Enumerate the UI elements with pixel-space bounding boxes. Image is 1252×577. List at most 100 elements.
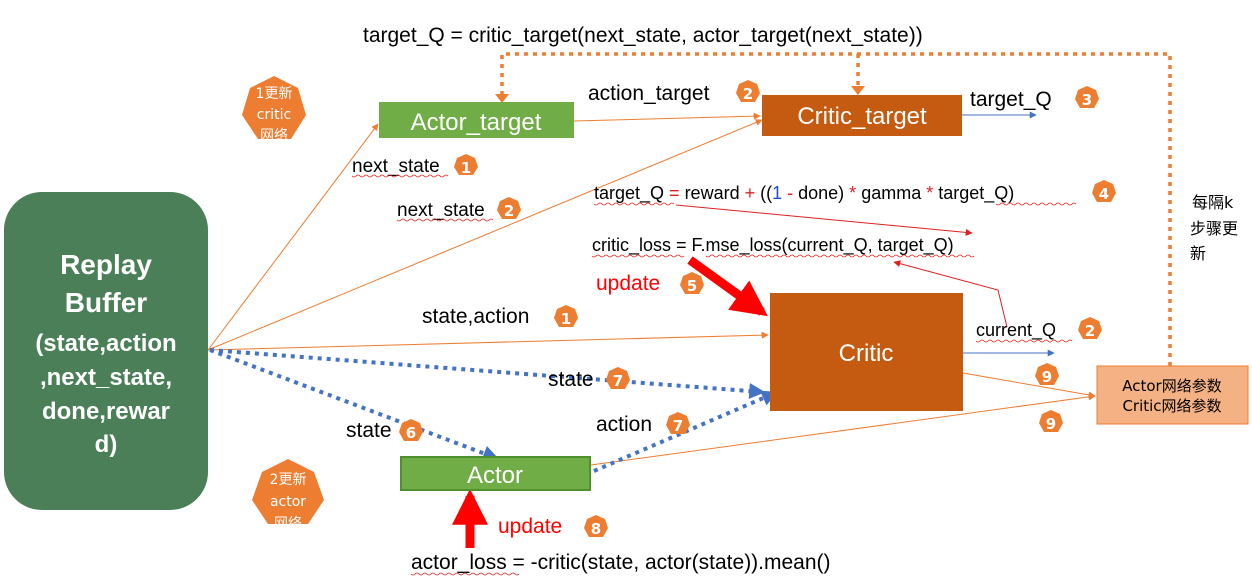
arrow-buffer-to-critic-target	[207, 119, 763, 351]
svg-text:actor: actor	[270, 494, 306, 510]
squiggle-critic-loss	[591, 254, 685, 258]
svg-text:6: 6	[406, 424, 416, 442]
svg-text:1: 1	[461, 159, 471, 177]
label-state-action: state,action	[422, 305, 529, 328]
soft-update-arrowhead-critic-target	[851, 86, 865, 95]
label-action-target: action_target	[588, 82, 710, 105]
label-next-state-1: next_state	[352, 156, 440, 177]
svg-text:8: 8	[591, 520, 601, 538]
badge-state-6: 6	[399, 419, 423, 442]
replay-buffer-label: Replay Buffer (state,action ,next_state,…	[35, 249, 176, 458]
svg-text:done,rewar: done,rewar	[42, 398, 170, 425]
badge-state-7: 7	[606, 367, 630, 390]
arrow-actor-to-params	[590, 393, 1096, 466]
svg-text:每隔k: 每隔k	[1192, 193, 1234, 212]
label-update-critic: update	[596, 272, 660, 295]
critic-update-heptagon-label: 1更新 critic 网络	[256, 86, 293, 144]
critic-target-box	[762, 95, 962, 136]
svg-text:2: 2	[743, 85, 753, 103]
critic-label: Critic	[839, 340, 894, 367]
arrow-critic-to-params	[962, 372, 1096, 399]
svg-text:d): d)	[95, 431, 118, 458]
network-params-line1: Actor网络参数	[1122, 377, 1221, 395]
svg-text:2: 2	[1085, 322, 1095, 340]
replay-buffer-box	[4, 192, 208, 510]
update-critic-arrow	[687, 256, 768, 317]
label-target-q-output: target_Q	[970, 88, 1052, 111]
label-next-state-2: next_state	[397, 200, 485, 221]
svg-text:网络: 网络	[274, 516, 302, 532]
badge-state-action: 1	[554, 305, 578, 328]
svg-text:4: 4	[1099, 185, 1109, 203]
svg-text:7: 7	[613, 372, 623, 390]
formula-top-target-q: target_Q = critic_target(next_state, act…	[363, 24, 923, 47]
dotted-buffer-to-actor	[209, 348, 499, 461]
squiggle-next-state-1	[351, 174, 449, 178]
arrow-current-q-to-loss	[893, 260, 1008, 328]
svg-text:critic: critic	[257, 107, 291, 123]
actor-update-heptagon-label: 2更新 actor 网络	[270, 472, 307, 532]
badge-action-7: 7	[666, 412, 690, 435]
arrow-target-q-to-loss	[675, 204, 973, 236]
svg-text:步骤更: 步骤更	[1190, 219, 1238, 238]
label-state-7: state	[548, 368, 594, 391]
actor-target-label: Actor_target	[411, 109, 542, 136]
squiggle-target-q-rhs	[995, 202, 1077, 206]
arrow-actor-target-to-critic-target	[573, 112, 761, 122]
actor-box	[400, 456, 591, 491]
badge-next-state-1: 1	[454, 154, 478, 177]
formula-critic-loss: critic_loss = F.mse_loss(current_Q, targ…	[592, 235, 954, 256]
svg-text:新: 新	[1190, 244, 1206, 263]
svg-text:7: 7	[673, 417, 683, 435]
svg-text:Buffer: Buffer	[65, 287, 148, 318]
arrow-buffer-to-actor-target	[207, 123, 379, 351]
actor-update-heptagon	[252, 459, 324, 524]
dotted-actor-to-critic	[593, 390, 778, 473]
squiggle-mse-loss	[705, 254, 975, 258]
svg-text:1: 1	[561, 310, 571, 328]
label-update-actor: update	[498, 515, 562, 538]
actor-label: Actor	[467, 462, 523, 489]
svg-text:,next_state,: ,next_state,	[40, 364, 172, 391]
formula-target-q: target_Q = reward + ((1 - done) * gamma …	[594, 183, 1014, 204]
badge-update-actor: 8	[584, 515, 608, 538]
badge-current-q: 2	[1078, 317, 1102, 340]
squiggle-target-q-lhs	[593, 202, 675, 206]
network-params-box	[1096, 365, 1249, 425]
badge-update-critic: 5	[680, 272, 704, 295]
svg-text:9: 9	[1046, 415, 1056, 433]
dotted-soft-update-path	[500, 52, 1172, 366]
arrow-buffer-to-critic	[207, 331, 769, 351]
label-state-6: state	[346, 419, 392, 442]
soft-update-arrowhead-actor-target	[495, 94, 509, 103]
formula-actor-loss: actor_loss = -critic(state, actor(state)…	[411, 551, 831, 574]
critic-update-heptagon	[242, 76, 306, 139]
critic-target-label: Critic_target	[797, 103, 927, 130]
badge-action-target: 2	[736, 80, 760, 103]
badge-next-state-2: 2	[497, 197, 521, 220]
badge-target-q-output: 3	[1075, 86, 1099, 109]
critic-box	[770, 293, 963, 411]
actor-target-box	[379, 102, 574, 138]
label-current-q: current_Q	[976, 320, 1056, 341]
badge-soft-update-2: 9	[1039, 410, 1063, 433]
svg-text:(state,action: (state,action	[35, 330, 176, 357]
squiggle-next-state-2	[396, 218, 494, 222]
svg-text:9: 9	[1042, 368, 1052, 386]
svg-text:2: 2	[504, 202, 514, 220]
badge-soft-update-1: 9	[1035, 363, 1059, 386]
svg-text:1更新: 1更新	[256, 86, 293, 102]
svg-text:3: 3	[1082, 91, 1092, 109]
dotted-buffer-to-critic-state	[209, 348, 766, 400]
svg-text:2更新: 2更新	[270, 472, 307, 488]
svg-text:网络: 网络	[260, 128, 288, 144]
label-action-7: action	[596, 413, 652, 436]
svg-text:5: 5	[687, 277, 697, 295]
svg-text:Replay: Replay	[60, 249, 152, 280]
label-every-k-steps: 每隔k 步骤更 新	[1190, 193, 1238, 263]
badge-target-q-formula: 4	[1092, 180, 1116, 203]
network-params-line2: Critic网络参数	[1122, 397, 1221, 415]
squiggle-current-q	[975, 339, 1073, 343]
squiggle-actor-loss	[410, 572, 520, 576]
